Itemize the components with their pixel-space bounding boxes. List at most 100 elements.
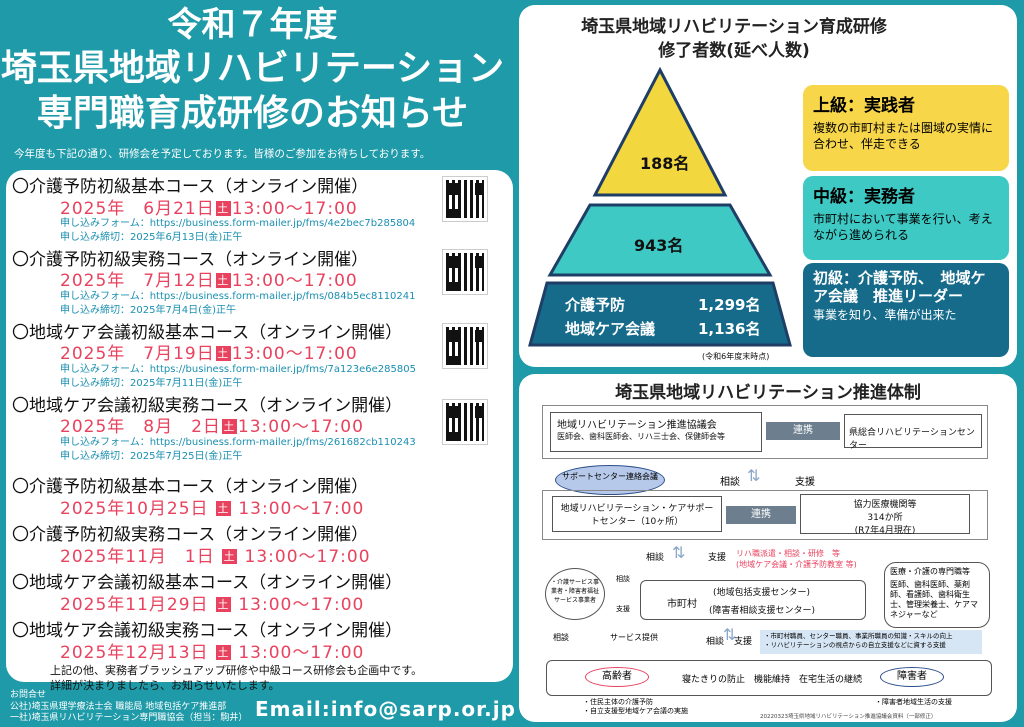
course-deadline: 申し込み締切：2025年7月11日(金)正午 — [60, 378, 243, 389]
pyramid-title: 埼玉県地域リハビリテーション育成研修 — [581, 17, 887, 37]
label-shien: 支援 — [708, 553, 727, 563]
course-title: 〇地域ケア会議初級実務コース（オンライン開催） — [12, 621, 403, 641]
support-bullets: ・市町村職員、センター職員、事業所職員の知識・スキルの向上 ・リハビリテーション… — [760, 630, 982, 654]
course-date: 2025年10月25日 土 13:00～17:00 — [60, 499, 365, 519]
pyramid-subtitle: 修了者数(延べ人数) — [658, 41, 810, 61]
pyramid-middle-count: 943名 — [634, 236, 684, 255]
pyramid-middle — [547, 203, 773, 277]
elderly-label: 高齢者 — [585, 667, 649, 687]
level-head: 中級：実務者 — [813, 187, 915, 207]
level-head: 初級：介護予防、 地域ケア会議 推進リーダー — [813, 269, 986, 305]
label-sodan: 相談 — [720, 477, 740, 488]
course-form-link[interactable]: 申し込みフォーム：https://business.form-mailer.jp… — [60, 218, 416, 229]
contact-org: 公社)埼玉県理学療法士会 職能局 地域包括ケア推進部 — [10, 701, 227, 712]
label-shien: 支援 — [734, 637, 753, 647]
level-desc: 事業を知り、準備が出来た — [813, 308, 957, 322]
professionals-box: 医療・介護の専門職等 医師、歯科医師、薬剤師、看護師、歯科衛生士、管理栄養士、ケ… — [884, 562, 990, 628]
coop-name: 協力医療機関等 — [853, 500, 917, 510]
council-box: 地域リハビリテーション推進協議会 医師会、歯科医師会、リハ三士会、保健師会等 — [550, 412, 762, 452]
disabled-label: 障害者 — [880, 667, 944, 687]
residents-goals: 寝たきりの防止 機能維持 在宅生活の継続 — [682, 675, 863, 685]
contact-org: 一社)埼玉県リハビリテーション専門職協会（担当：駒井） — [10, 713, 248, 724]
updown-arrow-icon: ⇅ — [723, 625, 737, 644]
course-title: 〇介護予防初級基本コース（オンライン開催） — [12, 177, 369, 197]
qr-code[interactable] — [442, 399, 488, 445]
council-frame — [542, 405, 988, 459]
level-desc: 複数の市町村または圏域の実情に合わせ、伴走できる — [813, 121, 994, 152]
qr-code[interactable] — [442, 249, 488, 295]
course-date: 2025年12月13日 土 13:00～17:00 — [60, 643, 365, 663]
level-desc: 市町村において事業を行い、考えながら進められる — [813, 212, 993, 243]
council-members: 医師会、歯科医師会、リハ三士会、保健師会等 — [557, 432, 725, 441]
course-title: 〇介護予防初級基本コース（オンライン開催） — [12, 477, 369, 497]
contact-info: お問合せ 公社)埼玉県理学療法士会 職能局 地域包括ケア推進部 一社)埼玉県リハ… — [10, 690, 247, 725]
coop-box: 協力医療機関等 314か所 (R7年4月現在) — [800, 494, 970, 536]
foot-note: ・住民主体の介護予防 — [583, 698, 653, 706]
label-shien: 支援 — [616, 605, 630, 613]
notes-line: 詳細が決まりましたら、お知らせいたします。 — [50, 679, 280, 693]
contact-heading: お問合せ — [10, 690, 47, 700]
label-sodan: 相談 — [553, 633, 569, 642]
label-sodan: 相談 — [646, 553, 665, 563]
course-title: 〇介護予防初級実務コース（オンライン開催） — [12, 525, 369, 545]
qr-code[interactable] — [442, 176, 488, 222]
pyramid-top — [592, 66, 728, 197]
updown-arrow-icon: ⇅ — [672, 543, 686, 562]
contact-email[interactable]: Email:info@sarp.or.jp — [255, 697, 516, 721]
course-form-link[interactable]: 申し込みフォーム：https://business.form-mailer.jp… — [60, 437, 416, 448]
city-name: 市町村 — [667, 599, 697, 610]
header-year: 令和７年度 — [167, 5, 338, 45]
course-form-link[interactable]: 申し込みフォーム：https://business.form-mailer.jp… — [60, 291, 416, 302]
course-title: 〇地域ケア会議初級基本コース（オンライン開催） — [12, 573, 403, 593]
city-sub: (障害者相談支援センター) — [709, 606, 816, 616]
qr-code[interactable] — [442, 323, 488, 369]
intro-text: 今年度も下記の通り、研修会を予定しております。皆様のご参加をお待ちしております。 — [14, 148, 431, 160]
notes: 上記の他、実務者ブラッシュアップ研修や中級コース研修会も企画中です。 詳細が決ま… — [50, 663, 422, 694]
city-box: 市町村 (地域包括支援センター) (障害者相談支援センター) — [640, 580, 866, 620]
pro-head: 医療・介護の専門職等 — [890, 567, 970, 576]
rehab-center: 県総合リハビリテーションセンター — [844, 414, 982, 451]
course-panel — [6, 170, 513, 682]
course-form-link[interactable]: 申し込みフォーム：https://business.form-mailer.jp… — [60, 364, 416, 375]
updown-arrow-icon: ⇅ — [747, 466, 761, 485]
course-title: 〇介護予防初級実務コース（オンライン開催） — [12, 250, 369, 270]
support-center: 地域リハビリテーション・ケアサポートセンター（10ヶ所） — [552, 496, 722, 532]
pyramid-top-count: 188名 — [640, 154, 690, 173]
dispatch-text-sub: (地域ケア会議・介護予防教室 等) — [736, 560, 857, 569]
level-beginner: 初級：介護予防、 地域ケア会議 推進リーダー 事業を知り、準備が出来た — [803, 263, 1009, 357]
renkei-arrow: 連携 — [726, 506, 796, 524]
renkei-arrow: 連携 — [766, 422, 840, 440]
pro-list: 医師、歯科医師、薬剤師、看護師、歯科衛生士、管理栄養士、ケアマネジャーなど — [890, 580, 978, 619]
label-sodan: 相談 — [706, 637, 725, 647]
system-title: 埼玉県地域リハビリテーション推進体制 — [615, 383, 921, 403]
foot-note: ・自立支援型地域ケア会議の実施 — [583, 707, 688, 715]
course-date: 2025年11月 1日 土 13:00～17:00 — [60, 547, 371, 567]
city-sub: (地域包括支援センター) — [713, 588, 811, 598]
bullet: ・リハビリテーションの視点からの自立支援などに資する支援 — [764, 641, 946, 650]
header-title-line3: 専門職育成研修のお知らせ — [36, 93, 469, 134]
pyramid-bottom-value2: 1,136名 — [698, 320, 761, 338]
pyramid-asof: (令和6年度末時点) — [702, 352, 770, 361]
course-title: 〇地域ケア会議初級基本コース（オンライン開催） — [12, 323, 403, 343]
dispatch-text: リハ職派遣・相談・研修 等 — [736, 549, 840, 558]
course-deadline: 申し込み締切：2025年6月13日(金)正午 — [60, 232, 243, 243]
coop-asof: (R7年4月現在) — [854, 526, 916, 536]
level-head: 上級：実践者 — [813, 96, 915, 116]
header-title-line2: 埼玉県地域リハビリテーション — [0, 48, 505, 89]
source-note: 20220323埼玉県地域リハビリテーション推進協議会資料（一部修正） — [760, 714, 937, 720]
pyramid-graphic — [528, 66, 792, 347]
course-title: 〇地域ケア会議初級実務コース（オンライン開催） — [12, 396, 403, 416]
pyramid-bottom — [528, 281, 792, 347]
level-advanced: 上級：実践者 複数の市町村または圏域の実情に合わせ、伴走できる — [803, 85, 1009, 171]
notes-line: 上記の他、実務者ブラッシュアップ研修や中級コース研修会も企画中です。 — [50, 664, 423, 677]
label-shien: 支援 — [795, 477, 815, 488]
coop-count: 314か所 — [867, 513, 903, 523]
course-deadline: 申し込み締切：2025年7月4日(金)正午 — [60, 305, 236, 316]
level-intermediate: 中級：実務者 市町村において事業を行い、考えながら進められる — [803, 176, 1009, 260]
service-providers: ・介護サービス事業者・障害者福祉サービス事業者 — [545, 568, 605, 620]
label-sodan: 相談 — [616, 575, 630, 583]
support-frame — [542, 490, 988, 540]
